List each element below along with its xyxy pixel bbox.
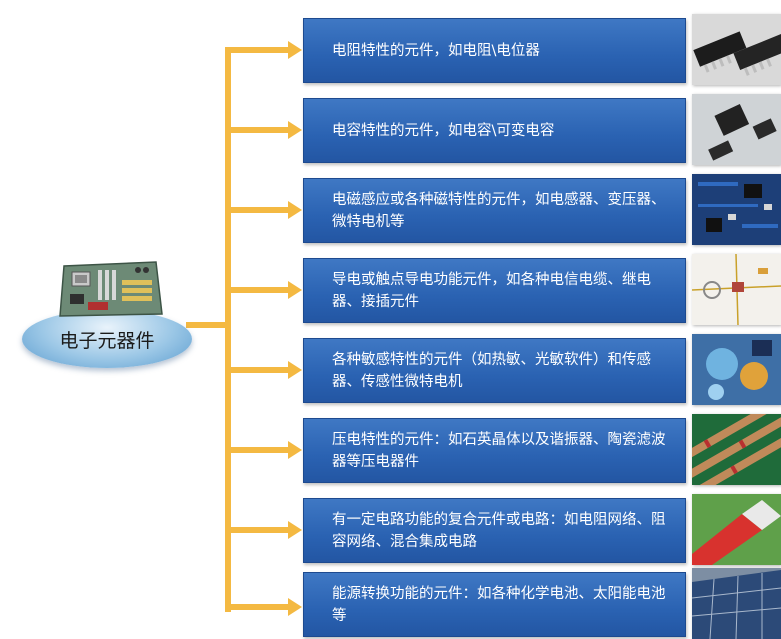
root-connector <box>186 322 228 328</box>
solar-panel-photo <box>692 568 781 639</box>
branch-line-5 <box>228 367 292 373</box>
branch-line-3 <box>228 207 292 213</box>
item-text-5: 各种敏感特性的元件（如热敏、光敏软件）和传感器、传感性微特电机 <box>332 351 651 390</box>
network-cable-photo <box>692 494 781 565</box>
branch-arrow-7 <box>288 521 302 539</box>
ic-chips-photo <box>692 14 781 85</box>
wired-components-photo <box>692 254 781 325</box>
item-box-6: 压电特性的元件：如石英晶体以及谐振器、陶瓷滤波器等压电器件 <box>303 418 686 483</box>
item-text-8: 能源转换功能的元件：如各种化学电池、太阳能电池等 <box>332 585 666 624</box>
item-box-2: 电容特性的元件，如电容\可变电容 <box>303 98 686 163</box>
branch-arrow-3 <box>288 201 302 219</box>
item-box-5: 各种敏感特性的元件（如热敏、光敏软件）和传感器、传感性微特电机 <box>303 338 686 403</box>
sensors-photo <box>692 334 781 405</box>
item-box-4: 导电或触点导电功能元件，如各种电信电缆、继电器、接插元件 <box>303 258 686 323</box>
branch-arrow-5 <box>288 361 302 379</box>
root-ellipse <box>22 310 192 368</box>
branch-line-6 <box>228 447 292 453</box>
branch-arrow-1 <box>288 41 302 59</box>
item-text-4: 导电或触点导电功能元件，如各种电信电缆、继电器、接插元件 <box>332 271 651 310</box>
branch-arrow-2 <box>288 121 302 139</box>
branch-line-2 <box>228 127 292 133</box>
branch-arrow-4 <box>288 281 302 299</box>
spine <box>225 47 231 612</box>
root-label: 电子元器件 <box>59 330 155 352</box>
branch-arrow-6 <box>288 441 302 459</box>
branch-arrow-8 <box>288 598 302 616</box>
item-text-2: 电容特性的元件，如电容\可变电容 <box>332 122 555 139</box>
item-box-1: 电阻特性的元件，如电阻\电位器 <box>303 18 686 83</box>
motherboard-icon <box>59 261 163 317</box>
smd-chips-photo <box>692 94 781 165</box>
item-box-8: 能源转换功能的元件：如各种化学电池、太阳能电池等 <box>303 572 686 637</box>
branch-line-7 <box>228 527 292 533</box>
item-text-1: 电阻特性的元件，如电阻\电位器 <box>332 42 540 59</box>
item-text-7: 有一定电路功能的复合元件或电路：如电阻网络、阻容网络、混合集成电路 <box>332 511 666 550</box>
item-text-6: 压电特性的元件：如石英晶体以及谐振器、陶瓷滤波器等压电器件 <box>332 431 666 470</box>
item-box-7: 有一定电路功能的复合元件或电路：如电阻网络、阻容网络、混合集成电路 <box>303 498 686 563</box>
branch-line-1 <box>228 47 292 53</box>
item-box-3: 电磁感应或各种磁特性的元件，如电感器、变压器、微特电机等 <box>303 178 686 243</box>
circuit-board-photo <box>692 174 781 245</box>
branch-line-4 <box>228 287 292 293</box>
root-node: 电子元器件 <box>22 252 192 374</box>
item-text-3: 电磁感应或各种磁特性的元件，如电感器、变压器、微特电机等 <box>332 191 666 230</box>
branch-line-8 <box>228 604 292 610</box>
resistors-photo <box>692 414 781 485</box>
